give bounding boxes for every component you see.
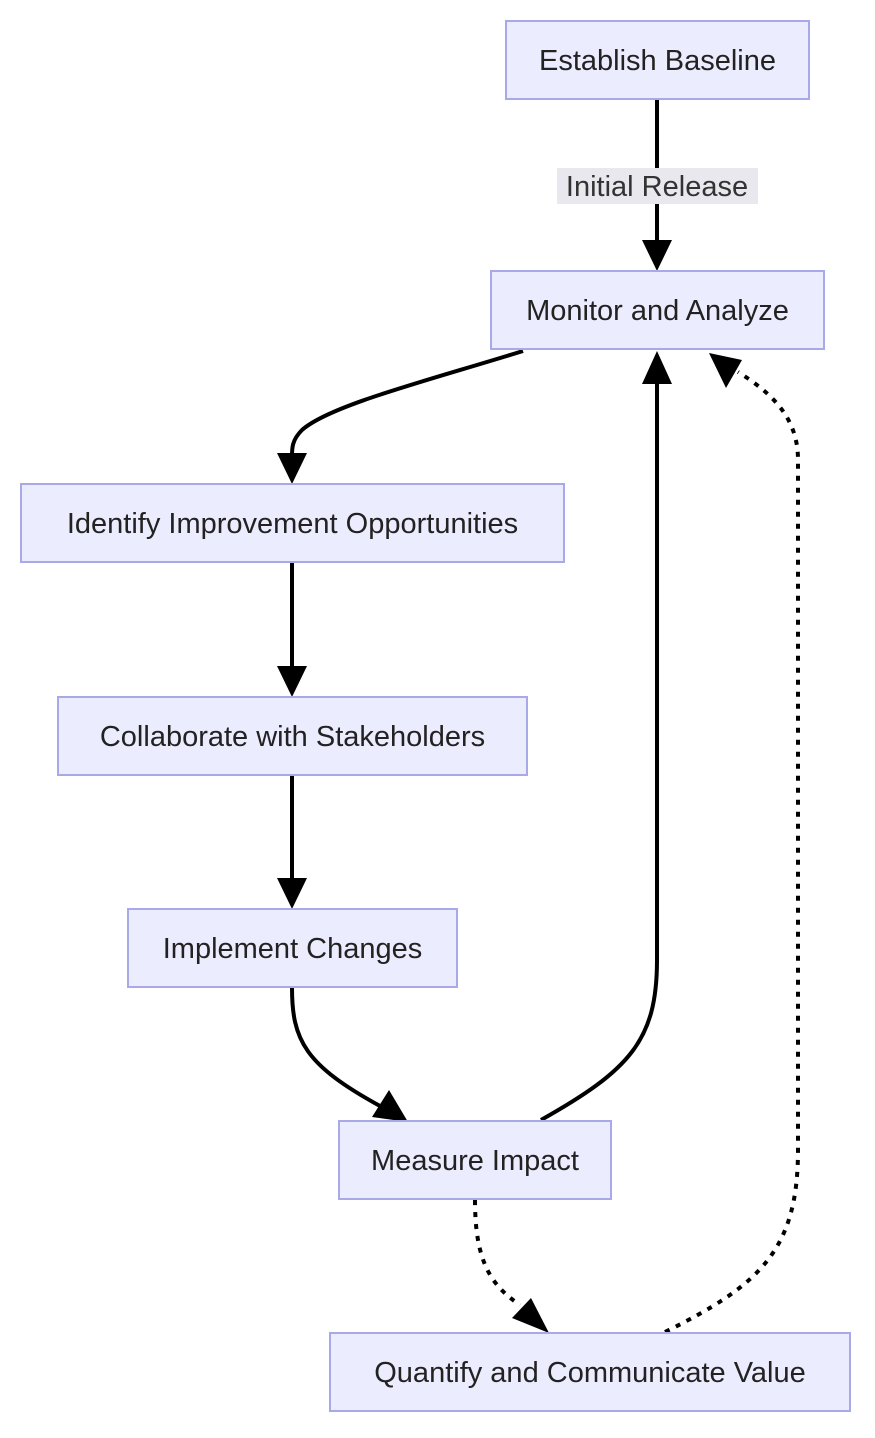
edge-label-initial-release: Initial Release — [557, 168, 758, 204]
node-measure-impact-label: Measure Impact — [371, 1145, 579, 1177]
node-monitor-and-analyze-label: Monitor and Analyze — [526, 295, 789, 327]
node-monitor-and-analyze: Monitor and Analyze — [490, 270, 825, 350]
node-implement-changes-label: Implement Changes — [163, 933, 423, 965]
edge-measure-to-monitor — [540, 351, 672, 1122]
edge-label-initial-release-text: Initial Release — [566, 171, 748, 203]
node-identify-improvement-opportunities-label: Identify Improvement Opportunities — [67, 508, 518, 540]
edge-implement-to-measure — [290, 987, 408, 1122]
node-establish-baseline-label: Establish Baseline — [539, 45, 776, 77]
edge-collaborate-to-implement — [277, 775, 307, 909]
node-collaborate-with-stakeholders-label: Collaborate with Stakeholders — [100, 721, 485, 753]
node-measure-impact: Measure Impact — [338, 1120, 612, 1200]
edge-monitor-to-identify — [277, 349, 524, 484]
node-quantify-and-communicate-value-label: Quantify and Communicate Value — [374, 1357, 805, 1389]
edge-measure-to-quantify — [473, 1199, 549, 1333]
node-collaborate-with-stakeholders: Collaborate with Stakeholders — [57, 696, 528, 776]
edge-quantify-to-monitor — [664, 353, 800, 1334]
node-establish-baseline: Establish Baseline — [505, 20, 810, 100]
node-implement-changes: Implement Changes — [127, 908, 458, 988]
edge-identify-to-collaborate — [277, 562, 307, 697]
node-identify-improvement-opportunities: Identify Improvement Opportunities — [20, 483, 565, 563]
node-quantify-and-communicate-value: Quantify and Communicate Value — [329, 1332, 851, 1412]
